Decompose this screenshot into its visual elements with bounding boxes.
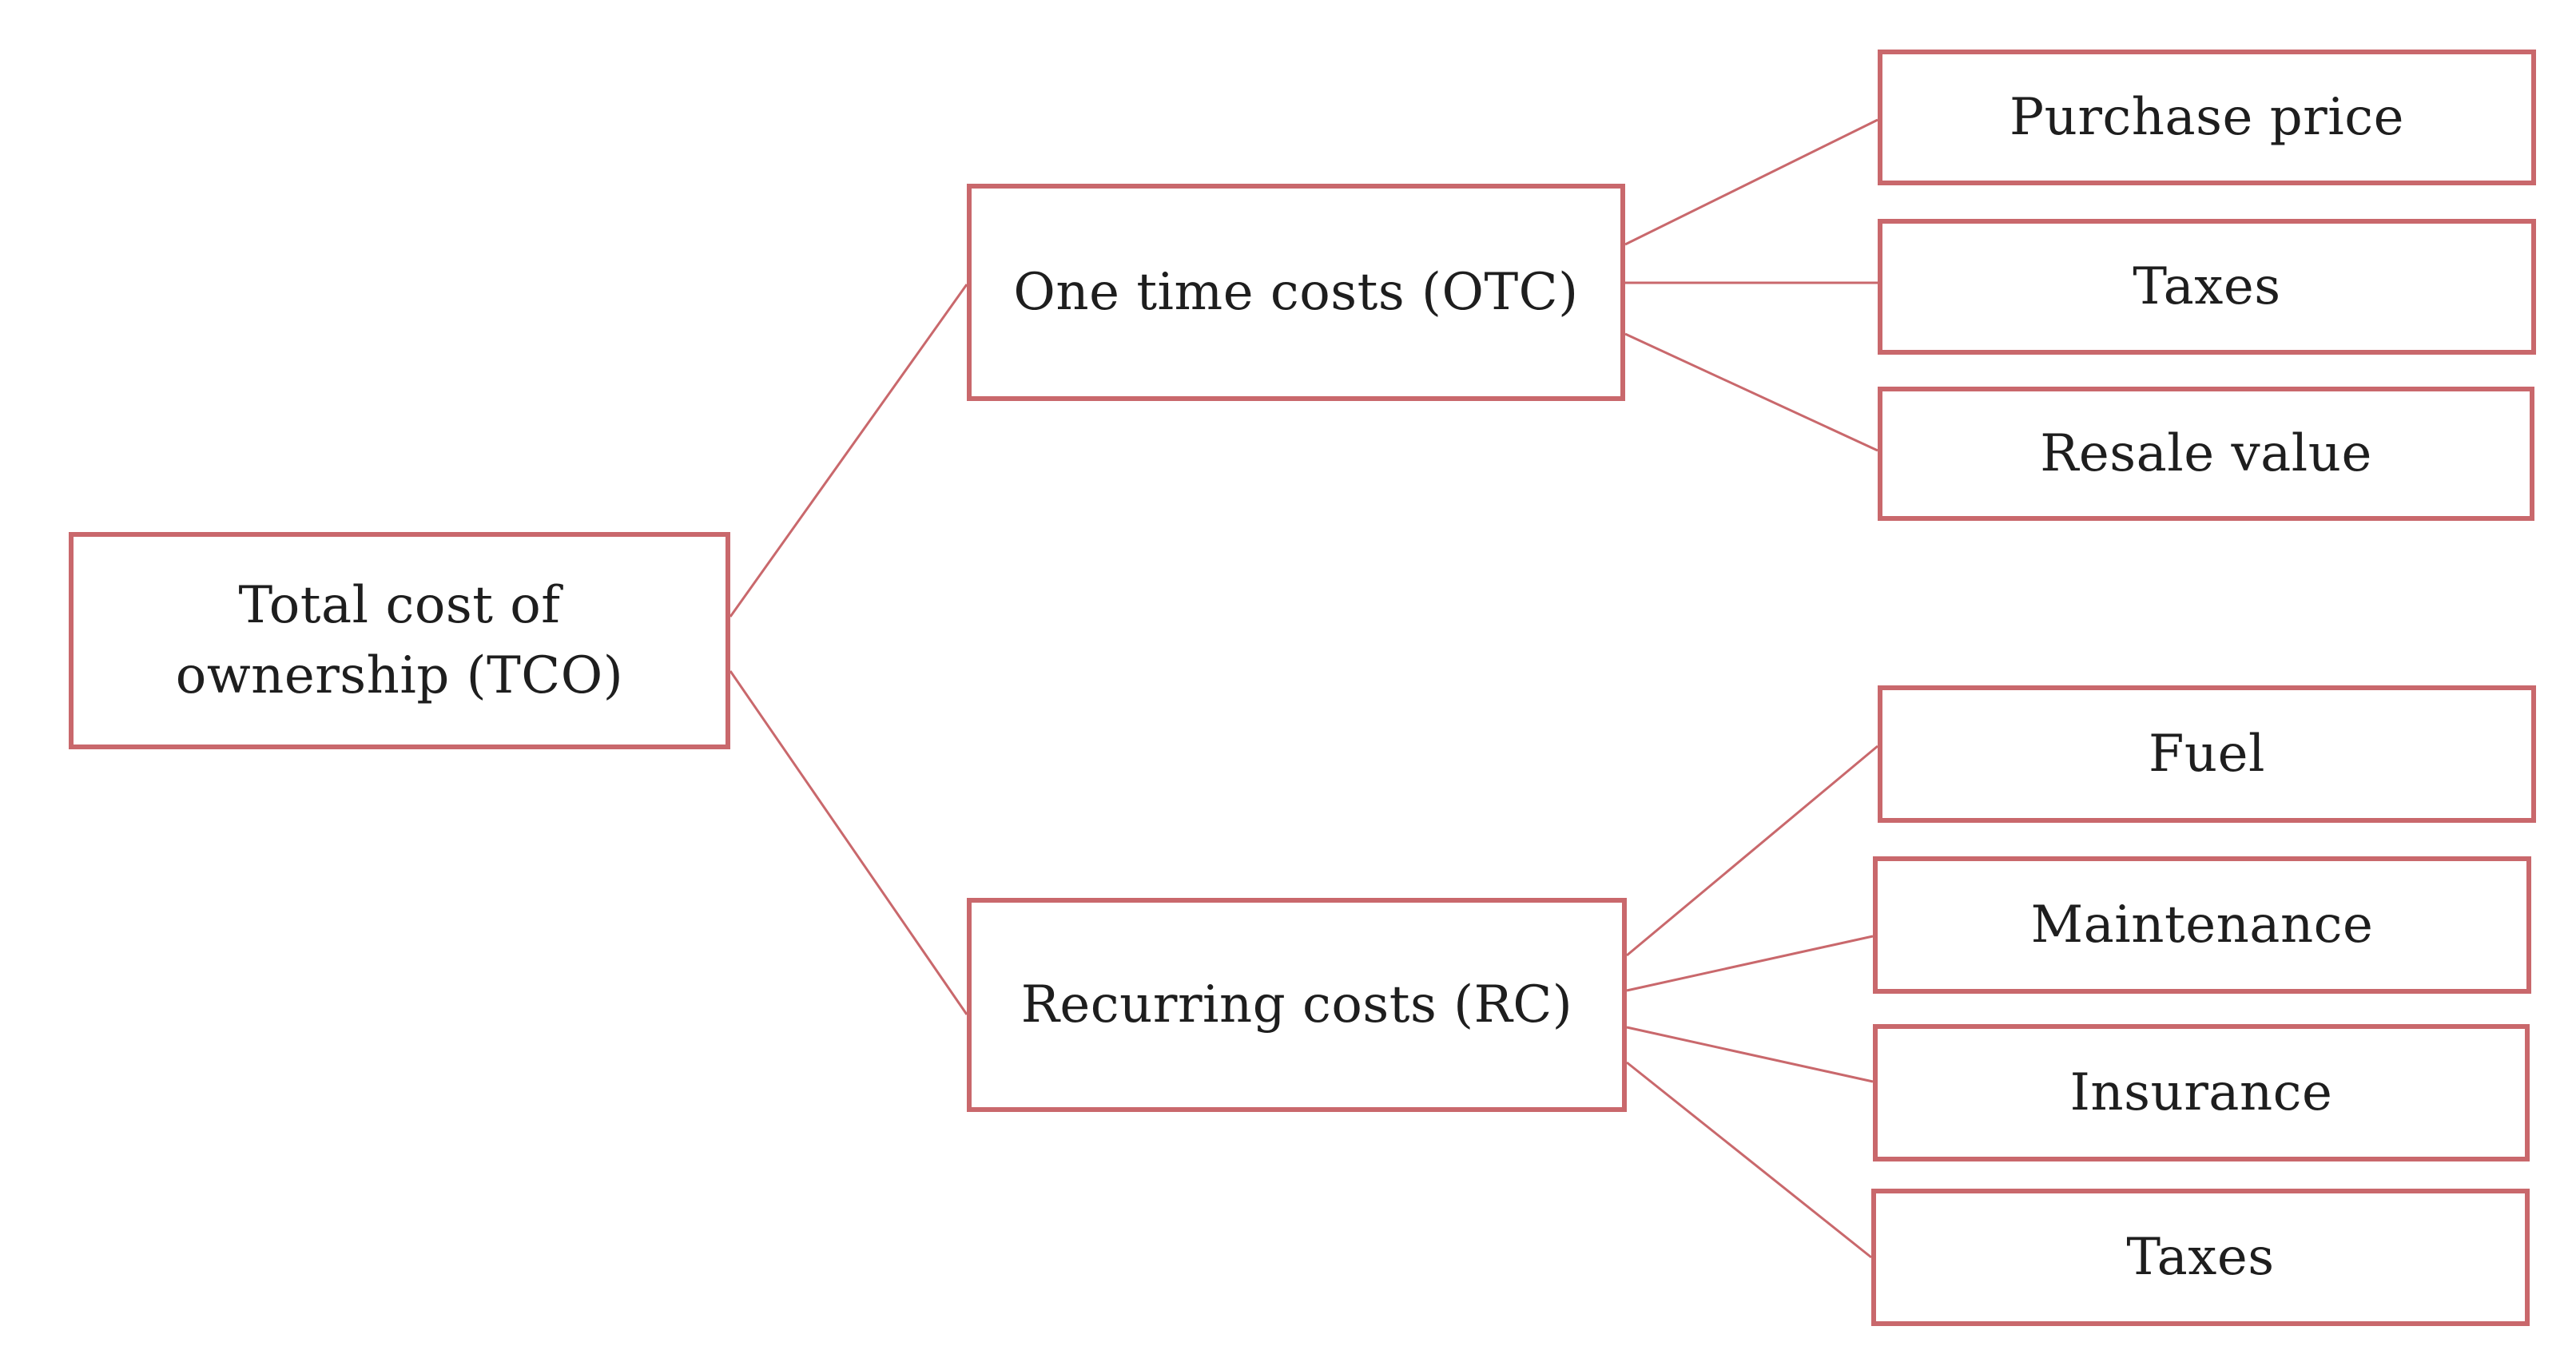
node-label: Taxes: [2126, 1228, 2275, 1287]
connector-tco-otc: [729, 284, 968, 617]
connector-rc-taxes: [1626, 1061, 1872, 1259]
node-maintenance: Maintenance: [1873, 856, 2531, 994]
node-label: Maintenance: [2030, 895, 2374, 955]
connector-tco-rc: [729, 670, 968, 1015]
connector-rc-fuel: [1626, 745, 1878, 957]
node-taxes-otc: Taxes: [1878, 219, 2536, 355]
node-one-time-costs: One time costs (OTC): [967, 184, 1625, 401]
node-label: Taxes: [2133, 257, 2281, 316]
node-fuel: Fuel: [1878, 685, 2536, 823]
node-recurring-costs: Recurring costs (RC): [967, 898, 1627, 1112]
node-purchase-price: Purchase price: [1878, 50, 2536, 185]
node-insurance: Insurance: [1873, 1024, 2530, 1161]
label-line-2: ownership (TCO): [175, 646, 624, 705]
node-label: Resale value: [2040, 424, 2372, 483]
node-label: Recurring costs (RC): [1020, 975, 1573, 1034]
connector-rc-maintenance: [1626, 935, 1874, 992]
node-label: Fuel: [2149, 725, 2265, 784]
connector-otc-purchase: [1624, 118, 1878, 246]
node-label: Purchase price: [2010, 88, 2404, 147]
connector-otc-resale: [1624, 332, 1878, 452]
node-resale-value: Resale value: [1878, 387, 2534, 521]
node-label: Insurance: [2069, 1063, 2333, 1122]
node-total-cost-of-ownership: Total cost of ownership (TCO): [69, 532, 730, 749]
connector-rc-insurance: [1626, 1026, 1874, 1083]
label-line-1: Total cost of: [238, 576, 561, 635]
node-taxes-rc: Taxes: [1871, 1189, 2530, 1326]
node-label: One time costs (OTC): [1013, 263, 1579, 322]
node-label: Total cost of ownership (TCO): [176, 570, 623, 711]
